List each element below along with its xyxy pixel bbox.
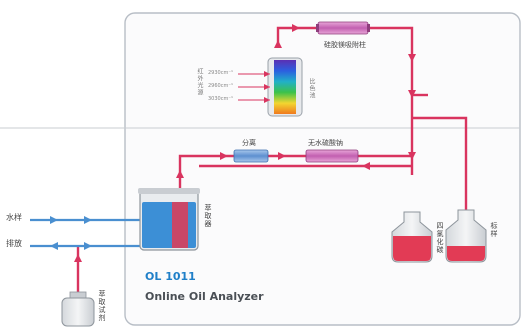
blue-pipes — [30, 218, 140, 248]
standard-bottle-label: 标样 — [490, 222, 498, 238]
separator — [233, 149, 269, 163]
extraction-vessel — [138, 188, 200, 251]
extraction-cell-label: 萃取器 — [204, 204, 212, 228]
adsorption-column — [316, 21, 370, 35]
sodium-sulfate-label: 无水硫酸钠 — [308, 139, 343, 147]
solvent-bottle-label: 萃取试剂 — [98, 290, 106, 322]
spectro-cell-label: 比色池 — [308, 78, 315, 99]
solvent-bottle — [61, 291, 95, 327]
drain-label: 排放 — [6, 239, 22, 248]
reagent-bottle-label: 四氯化碳 — [436, 222, 444, 254]
product-model: OL 1011 — [145, 270, 196, 283]
reagent-bottle — [391, 211, 433, 263]
wavenumber-3: 3030cm⁻¹ — [208, 96, 233, 102]
standard-bottle — [445, 209, 487, 263]
blue-arrows — [50, 216, 92, 250]
product-name: Online Oil Analyzer — [145, 290, 264, 303]
wavenumber-1: 2930cm⁻¹ — [208, 70, 233, 76]
adsorption-column-label: 硅胶镁吸附柱 — [324, 41, 366, 49]
ir-source-label: 红外光源 — [196, 68, 203, 96]
spectro-cell — [267, 57, 303, 117]
wavenumber-2: 2960cm⁻¹ — [208, 83, 233, 89]
sodium-sulfate-column — [305, 149, 359, 163]
separator-label: 分离 — [242, 139, 256, 147]
water-sample-label: 水样 — [6, 213, 22, 222]
